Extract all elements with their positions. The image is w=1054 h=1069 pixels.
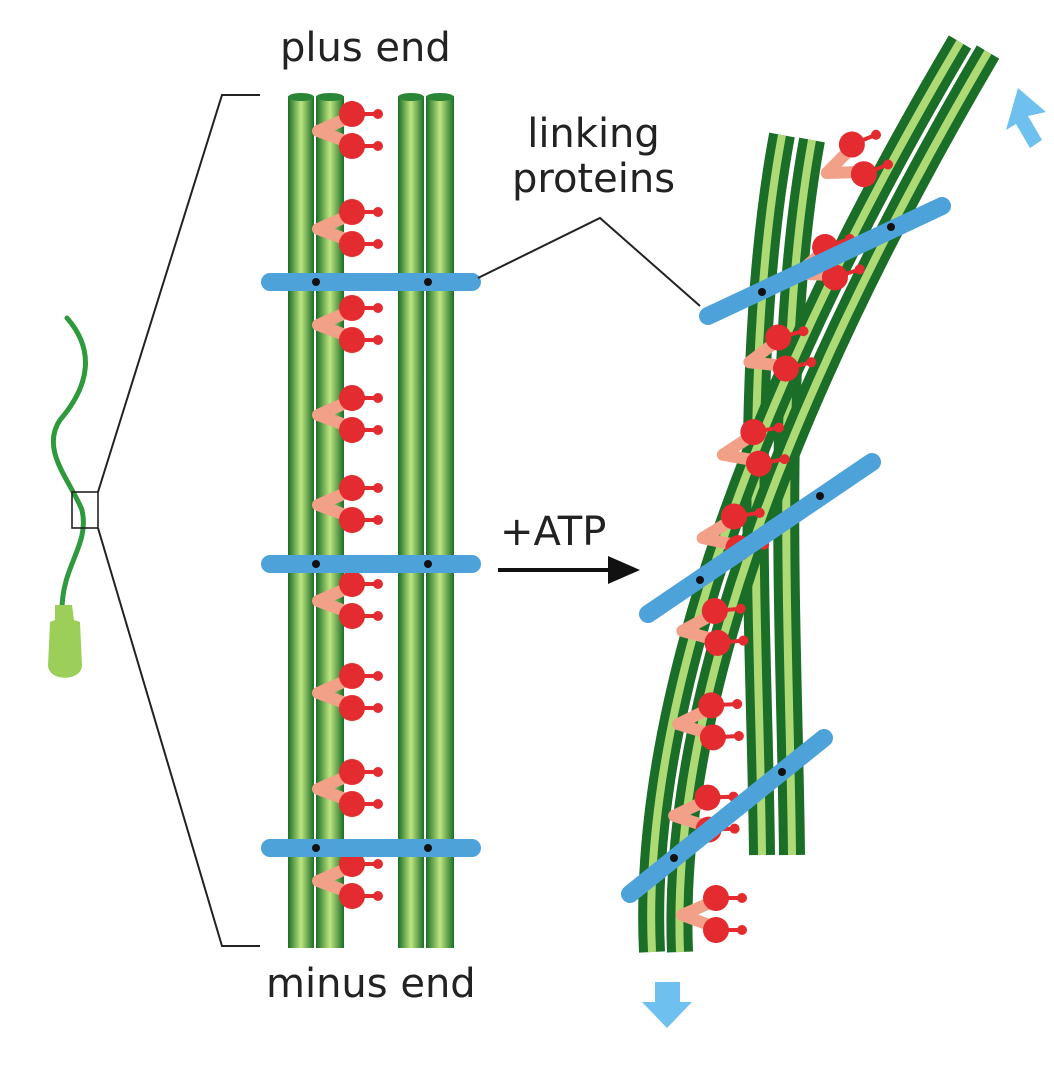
linking-proteins-label: linking proteins <box>512 112 675 202</box>
arrow-down-icon <box>642 982 692 1028</box>
flagellum <box>50 315 88 613</box>
linking-proteins-bent <box>621 197 951 903</box>
linking-label-line2: proteins <box>512 155 676 202</box>
bent-microtubule-pair <box>621 35 1000 953</box>
zoom-bracket <box>97 94 260 947</box>
arrow-up-right-icon <box>1006 88 1046 148</box>
dynein-arms-straight <box>318 101 383 909</box>
straight-microtubule-pair <box>261 93 481 948</box>
linking-proteins-straight <box>261 273 481 857</box>
zoom-box <box>71 491 99 529</box>
atp-arrow <box>498 556 640 584</box>
atp-label: +ATP <box>500 509 607 555</box>
sliding-direction-arrows <box>642 88 1046 1028</box>
plus-end-label: plus end <box>280 25 451 71</box>
sperm-head <box>48 605 82 678</box>
linking-label-line1: linking <box>527 111 660 157</box>
sperm-cell <box>48 315 99 678</box>
minus-end-label: minus end <box>266 961 476 1007</box>
linking-proteins-pointers <box>477 216 701 307</box>
